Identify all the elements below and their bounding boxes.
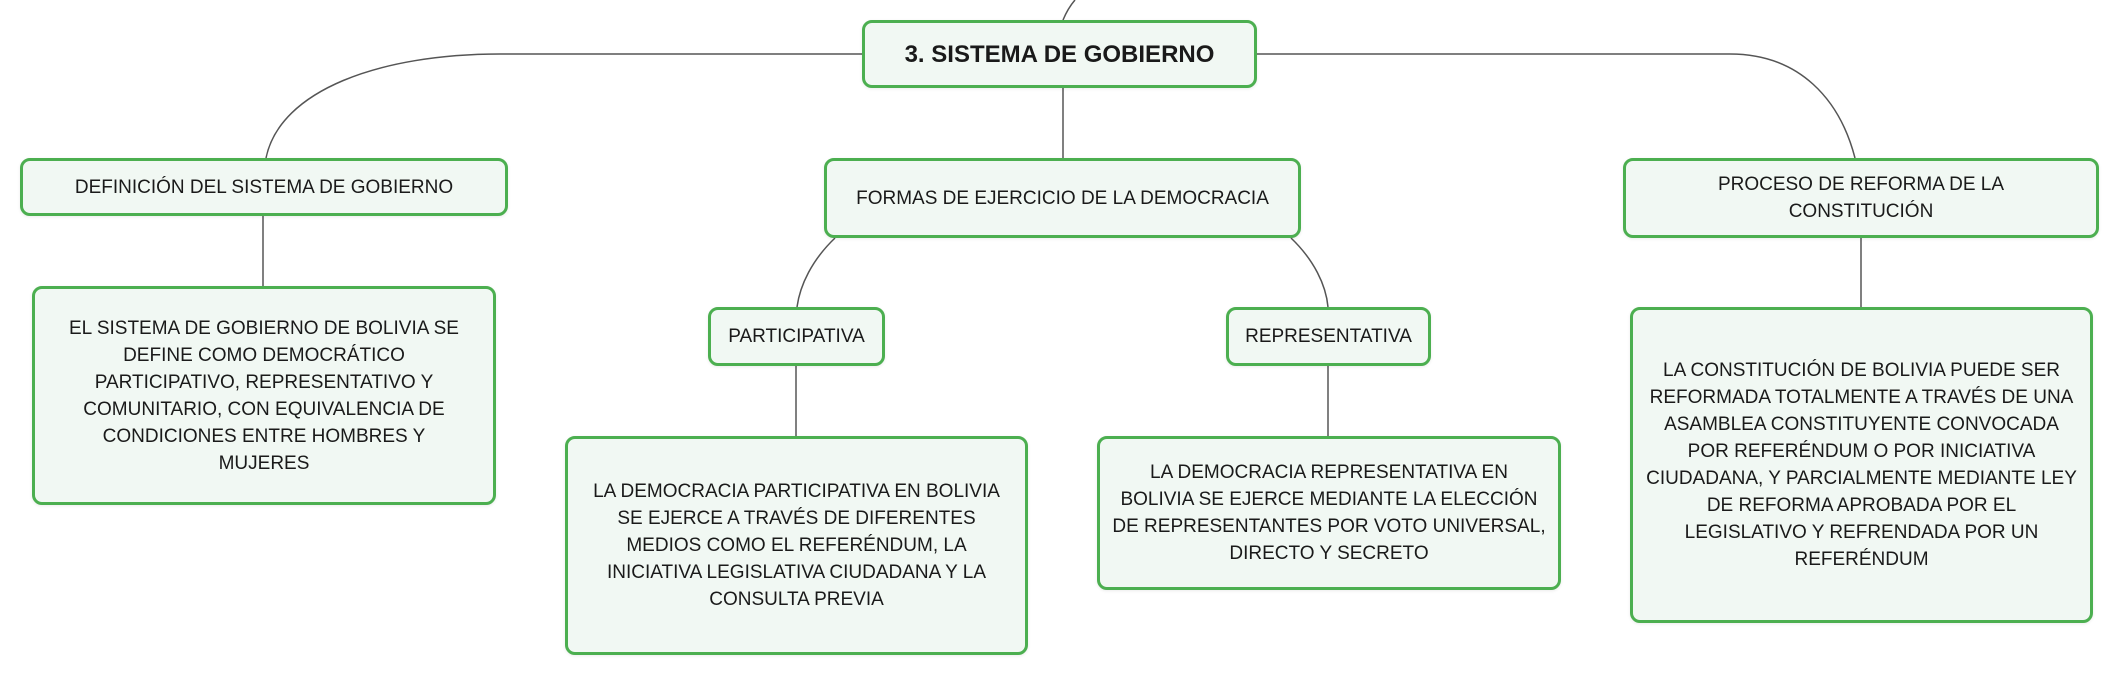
node-representativa[interactable]: REPRESENTATIVA: [1226, 307, 1431, 366]
node-reforma-detail[interactable]: LA CONSTITUCIÓN DE BOLIVIA PUEDE SER REF…: [1630, 307, 2093, 623]
connector-root-reforma: [1257, 53, 1856, 159]
node-definicion[interactable]: DEFINICIÓN DEL SISTEMA DE GOBIERNO: [20, 158, 508, 216]
node-definicion-detail[interactable]: EL SISTEMA DE GOBIERNO DE BOLIVIA SE DEF…: [32, 286, 496, 505]
connector-formas-participativa: [796, 237, 836, 308]
node-participativa[interactable]: PARTICIPATIVA: [708, 307, 885, 366]
node-formas[interactable]: FORMAS DE EJERCICIO DE LA DEMOCRACIA: [824, 158, 1301, 238]
node-representativa-detail[interactable]: LA DEMOCRACIA REPRESENTATIVA EN BOLIVIA …: [1097, 436, 1561, 590]
connector-root-definicion: [265, 53, 862, 159]
root-node[interactable]: 3. SISTEMA DE GOBIERNO: [862, 20, 1257, 88]
connector-formas-representativa: [1290, 237, 1329, 308]
node-participativa-detail[interactable]: LA DEMOCRACIA PARTICIPATIVA EN BOLIVIA S…: [565, 436, 1028, 655]
node-reforma[interactable]: PROCESO DE REFORMA DE LA CONSTITUCIÓN: [1623, 158, 2099, 238]
connector-parent: [1062, 0, 1076, 21]
